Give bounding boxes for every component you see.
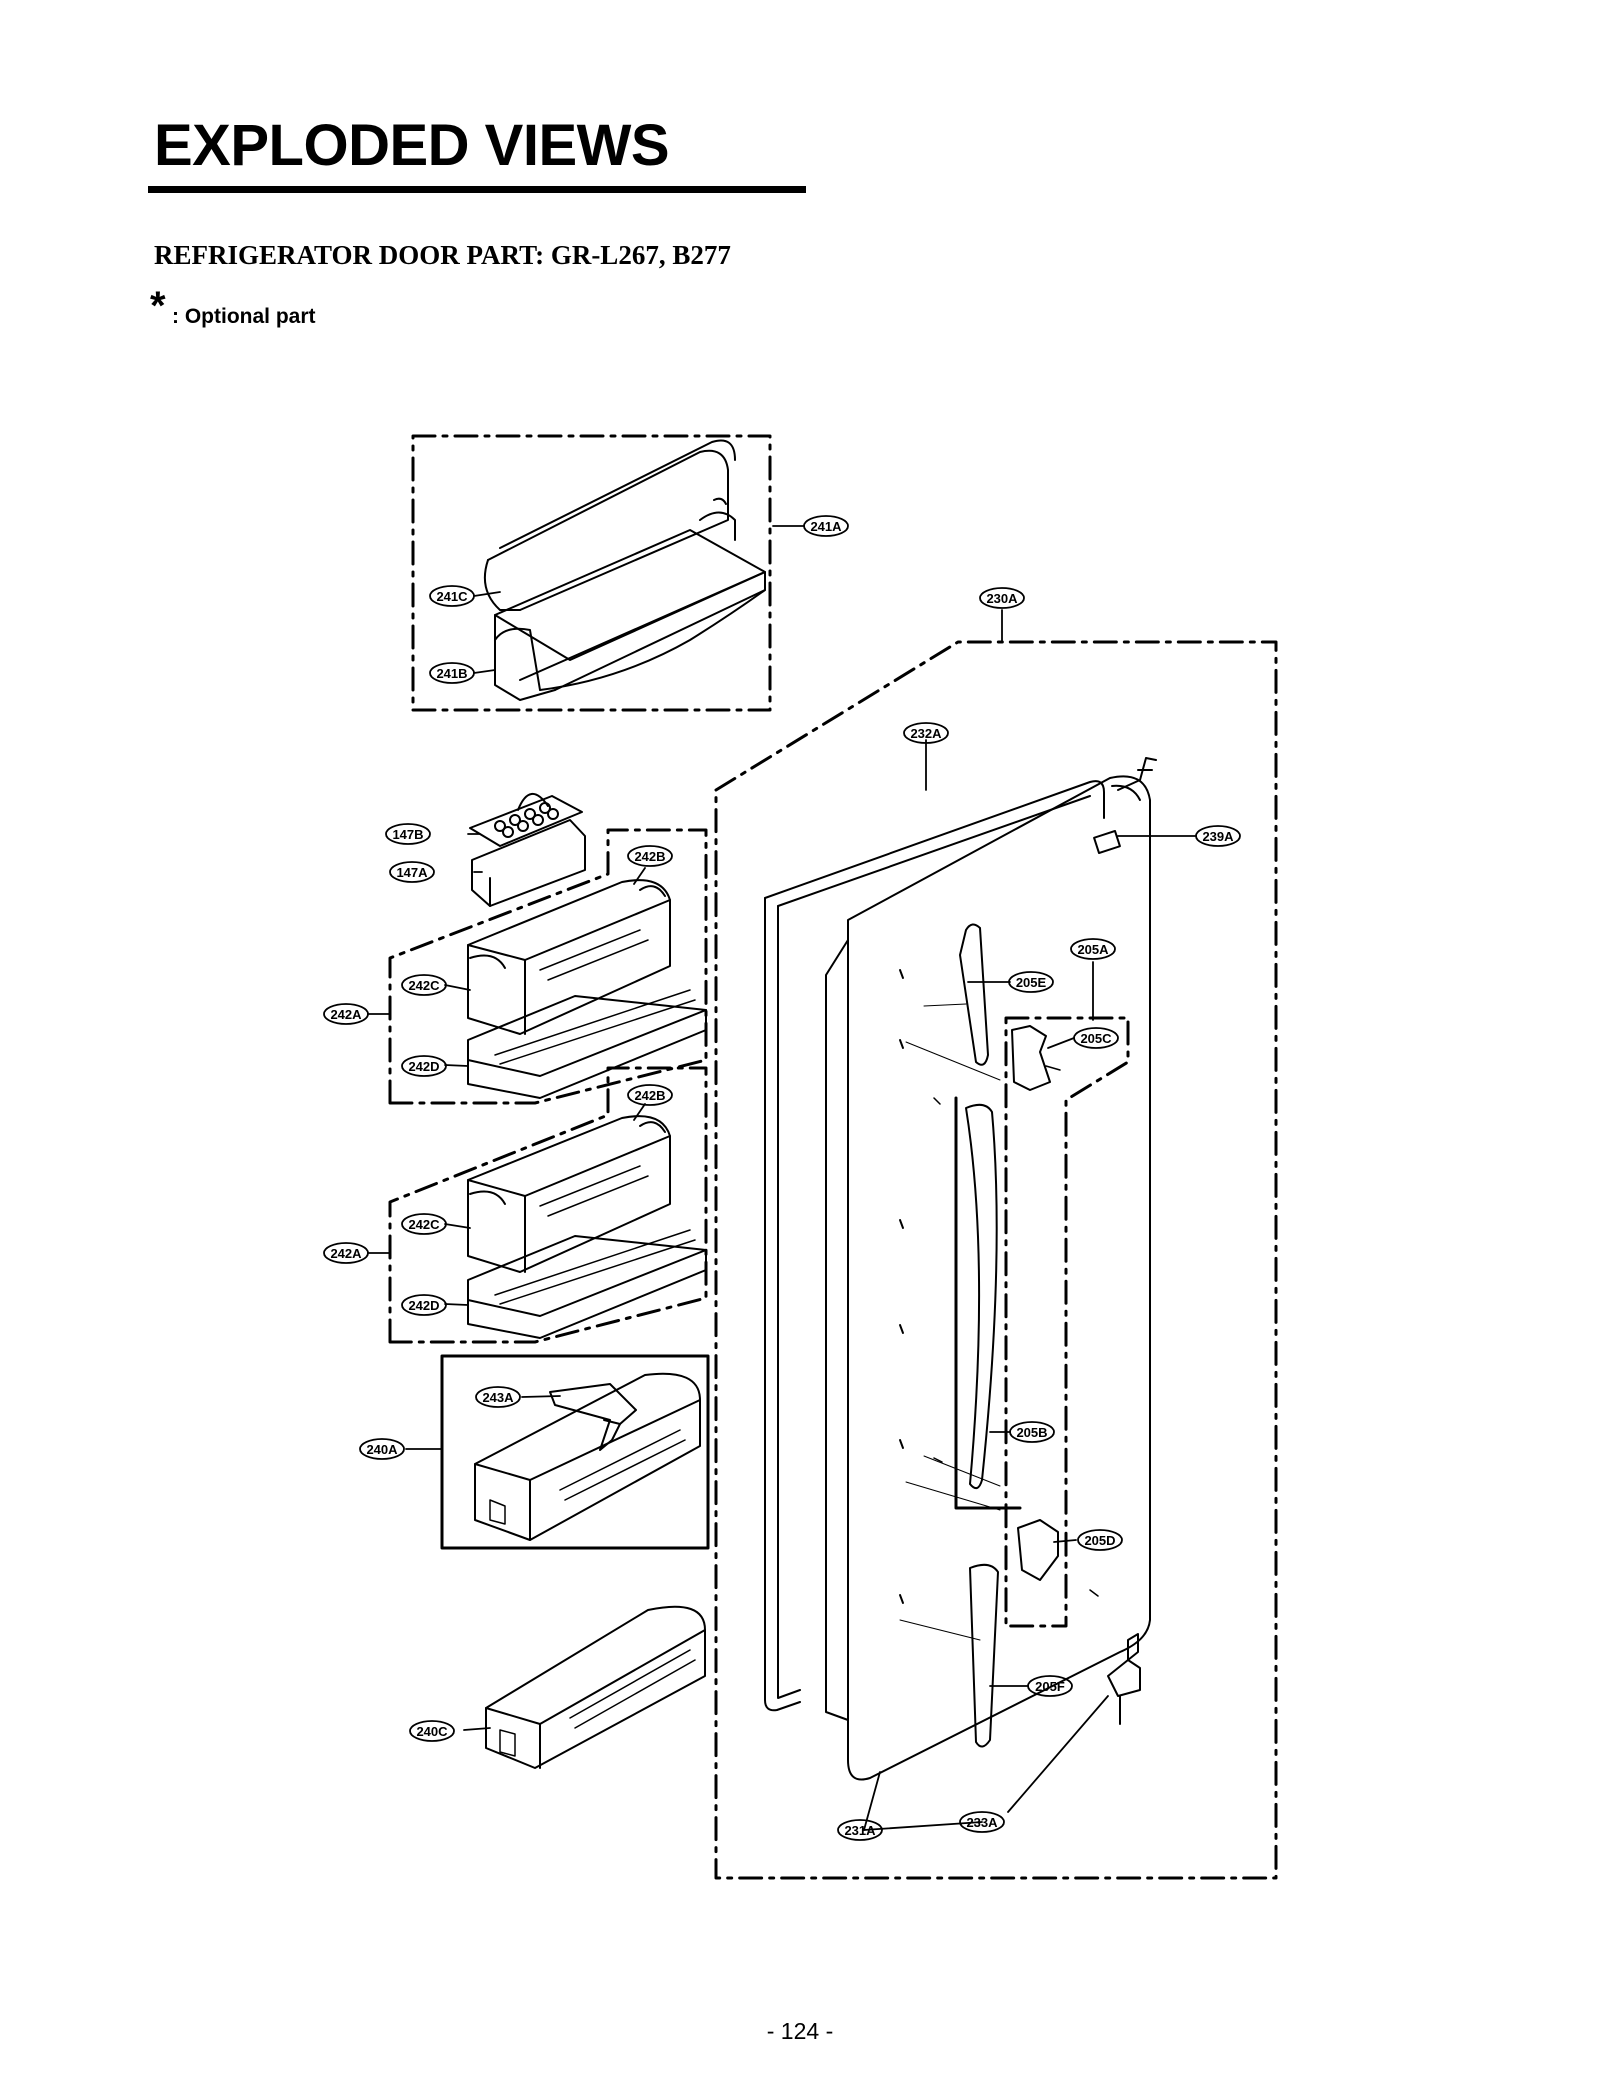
label-242A-1: 242A xyxy=(330,1007,362,1022)
callout-240A: 240A xyxy=(359,1438,405,1460)
handle-205B xyxy=(965,1103,998,1490)
callout-242B-1: 242B xyxy=(627,845,673,867)
label-241B: 241B xyxy=(436,666,467,681)
callout-241B: 241B xyxy=(429,662,475,684)
label-232A: 232A xyxy=(910,726,942,741)
callout-242C-2: 242C xyxy=(401,1213,447,1235)
label-242B-1: 242B xyxy=(634,849,665,864)
label-242C-1: 242C xyxy=(408,978,440,993)
label-205D: 205D xyxy=(1084,1533,1115,1548)
callout-205E: 205E xyxy=(1008,971,1054,993)
boundary-230A xyxy=(714,640,1278,1880)
bin-242-lower xyxy=(467,1115,707,1339)
boundary-205A xyxy=(1004,1016,1130,1628)
container-147 xyxy=(469,793,586,907)
boundary-241A xyxy=(411,434,772,712)
diagram-subtitle: REFRIGERATOR DOOR PART: GR-L267, B277 xyxy=(154,240,731,270)
page-number: - 124 - xyxy=(766,2018,834,2044)
optional-marker: * xyxy=(150,284,166,328)
callout-232A: 232A xyxy=(903,722,949,744)
label-242B-2: 242B xyxy=(634,1088,665,1103)
callout-147B: 147B xyxy=(385,823,431,845)
cap-205C xyxy=(1011,1025,1051,1091)
cap-205F xyxy=(969,1563,999,1748)
callout-205A: 205A xyxy=(1070,938,1116,960)
label-205F: 205F xyxy=(1035,1679,1065,1694)
group-boundaries xyxy=(388,434,1278,1880)
boundary-240A xyxy=(440,1354,710,1550)
callout-242C-1: 242C xyxy=(401,974,447,996)
label-205E: 205E xyxy=(1016,975,1047,990)
label-241C: 241C xyxy=(436,589,468,604)
callout-205D: 205D xyxy=(1077,1529,1123,1551)
door-panel-231A xyxy=(825,757,1157,1781)
label-240C: 240C xyxy=(416,1724,448,1739)
label-205C: 205C xyxy=(1080,1031,1112,1046)
gasket-232A xyxy=(764,780,1105,1712)
callout-241A: 241A xyxy=(803,515,849,537)
label-239A: 239A xyxy=(1202,829,1234,844)
label-205B: 205B xyxy=(1016,1425,1047,1440)
callout-205B: 205B xyxy=(1009,1421,1055,1443)
callout-242D-1: 242D xyxy=(401,1055,447,1077)
title-underline xyxy=(148,186,806,193)
callout-242A-2: 242A xyxy=(323,1242,369,1264)
callout-233A: 233A xyxy=(959,1811,1005,1833)
label-205A: 205A xyxy=(1077,942,1109,957)
boundary-242-lower xyxy=(388,1066,708,1344)
label-147A: 147A xyxy=(396,865,428,880)
boundary-205B xyxy=(954,1096,1022,1510)
label-243A: 243A xyxy=(482,1390,514,1405)
label-242C-2: 242C xyxy=(408,1217,440,1232)
label-147B: 147B xyxy=(392,827,423,842)
callout-243A: 243A xyxy=(475,1386,521,1408)
bin-241A xyxy=(484,439,766,701)
handle-parts xyxy=(899,923,1141,1748)
optional-note: : Optional part xyxy=(172,305,316,328)
boundary-242-upper xyxy=(388,828,708,1105)
label-241A: 241A xyxy=(810,519,842,534)
label-230A: 230A xyxy=(986,591,1018,606)
label-233A: 233A xyxy=(966,1815,998,1830)
callout-205F: 205F xyxy=(1027,1675,1073,1697)
callout-241C: 241C xyxy=(429,585,475,607)
label-242A-2: 242A xyxy=(330,1246,362,1261)
callout-231A: 231A xyxy=(837,1819,883,1841)
callout-230A: 230A xyxy=(979,587,1025,609)
callout-239A: 239A xyxy=(1195,825,1241,847)
callout-240C: 240C xyxy=(409,1720,455,1742)
page-title: EXPLODED VIEWS xyxy=(154,113,670,178)
callouts: 241A 241C 241B 230A 232A 239A 147B 147A … xyxy=(323,515,1241,1841)
leader-lines xyxy=(367,525,1197,1831)
bin-242-upper xyxy=(467,879,707,1099)
hinge-233A xyxy=(1107,1659,1141,1697)
label-242D-1: 242D xyxy=(408,1059,439,1074)
label-242D-2: 242D xyxy=(408,1298,439,1313)
cap-205E xyxy=(959,923,989,1066)
label-240A: 240A xyxy=(366,1442,398,1457)
callout-147A: 147A xyxy=(389,861,435,883)
callout-242B-2: 242B xyxy=(627,1084,673,1106)
callout-242A-1: 242A xyxy=(323,1003,369,1025)
cap-205D xyxy=(1017,1519,1059,1581)
bin-240C xyxy=(485,1605,706,1769)
callout-242D-2: 242D xyxy=(401,1294,447,1316)
callout-205C: 205C xyxy=(1073,1027,1119,1049)
label-231A: 231A xyxy=(844,1823,876,1838)
bin-240A xyxy=(474,1372,701,1541)
